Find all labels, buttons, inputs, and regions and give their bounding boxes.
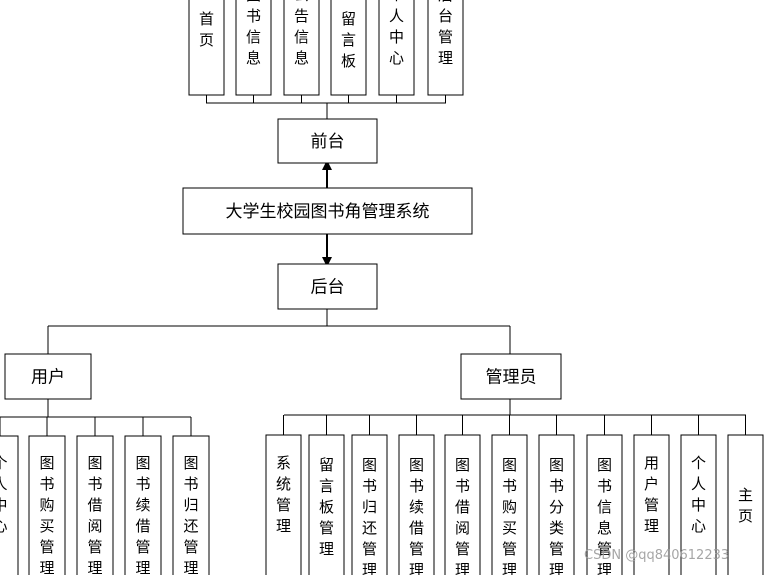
user-child-5-box	[172, 435, 210, 575]
node-root-label: 大学生校园图书角管理系统	[226, 202, 430, 222]
admin-child-5-label: 图书借阅管理	[455, 456, 470, 575]
admin-child-3-label: 图书归还管理	[362, 456, 377, 575]
front-child-3-label: 公告信息	[294, 0, 309, 67]
node-front-label: 前台	[311, 132, 345, 152]
node-user-box	[4, 353, 92, 400]
user-child-3-label: 图书借阅管理	[87, 454, 102, 575]
front-child-2-box	[235, 0, 272, 96]
node-front-box	[277, 118, 378, 164]
front-child-6-label: 后台管理	[438, 0, 453, 67]
admin-child-9-box	[633, 434, 670, 575]
admin-child-11-box	[727, 434, 764, 575]
front-child-2: 图书信息	[235, 0, 272, 96]
admin-child-4-box	[398, 434, 435, 575]
front-child-5: 个人中心	[378, 0, 415, 96]
user-child-5-label: 图书归还管理	[183, 454, 198, 575]
admin-child-2: 留言板管理	[308, 434, 345, 575]
admin-child-8-box	[586, 434, 623, 575]
user-child-1: 个人中心	[0, 435, 19, 575]
front-child-1: 首页	[188, 0, 225, 96]
admin-child-5: 图书借阅管理	[444, 434, 481, 575]
admin-child-4-label: 图书续借管理	[409, 456, 424, 575]
user-child-1-label: 个人中心	[0, 454, 8, 535]
admin-child-1-box	[265, 434, 302, 575]
node-user-label: 用户	[31, 368, 65, 388]
admin-child-10-box	[680, 434, 717, 575]
admin-child-11-label: 主页	[738, 486, 753, 525]
admin-child-9-label: 用户管理	[644, 454, 659, 535]
admin-child-3: 图书归还管理	[351, 434, 388, 575]
user-child-3: 图书借阅管理	[76, 435, 114, 575]
admin-child-10: 个人中心	[680, 434, 717, 575]
front-child-5-label: 个人中心	[389, 0, 404, 67]
front-child-4: 留言板	[330, 0, 367, 96]
admin-child-6-label: 图书购买管理	[502, 456, 517, 575]
admin-child-9: 用户管理	[633, 434, 670, 575]
front-child-1-label: 首页	[199, 10, 214, 49]
front-child-4-box	[330, 0, 367, 96]
node-back-box	[277, 263, 378, 310]
front-child-6-box	[427, 0, 464, 96]
admin-child-5-box	[444, 434, 481, 575]
admin-child-1: 系统管理	[265, 434, 302, 575]
node-admin-label: 管理员	[486, 368, 537, 388]
user-child-4-box	[124, 435, 162, 575]
admin-child-4: 图书续借管理	[398, 434, 435, 575]
front-child-5-box	[378, 0, 415, 96]
front-child-3-box	[283, 0, 320, 96]
user-child-4: 图书续借管理	[124, 435, 162, 575]
node-back: 后台	[277, 263, 378, 310]
front-child-6: 后台管理	[427, 0, 464, 96]
front-child-4-label: 留言板	[341, 10, 356, 70]
node-root: 大学生校园图书角管理系统	[182, 187, 473, 235]
user-child-2-label: 图书购买管理	[39, 454, 54, 575]
user-child-5: 图书归还管理	[172, 435, 210, 575]
admin-child-6: 图书购买管理	[491, 434, 528, 575]
admin-child-1-label: 系统管理	[276, 454, 291, 535]
user-child-1-box	[0, 435, 19, 575]
user-child-4-label: 图书续借管理	[135, 454, 150, 575]
admin-child-7-box	[538, 434, 575, 575]
admin-child-2-label: 留言板管理	[319, 456, 334, 558]
node-root-box	[182, 187, 473, 235]
admin-child-7-label: 图书分类管理	[549, 456, 564, 575]
admin-child-2-box	[308, 434, 345, 575]
csdn-watermark: CSDN @qq840612233	[584, 548, 730, 563]
front-child-2-label: 图书信息	[246, 0, 261, 67]
admin-child-8: 图书信息管理	[586, 434, 623, 575]
admin-child-8-label: 图书信息管理	[597, 456, 612, 575]
user-child-2: 图书购买管理	[28, 435, 66, 575]
admin-child-3-box	[351, 434, 388, 575]
front-child-1-box	[188, 0, 225, 96]
admin-child-10-label: 个人中心	[691, 454, 706, 535]
user-child-2-box	[28, 435, 66, 575]
user-child-3-box	[76, 435, 114, 575]
admin-child-7: 图书分类管理	[538, 434, 575, 575]
node-admin: 管理员	[460, 353, 562, 400]
node-admin-box	[460, 353, 562, 400]
front-child-3: 公告信息	[283, 0, 320, 96]
node-user: 用户	[4, 353, 92, 400]
admin-child-11: 主页	[727, 434, 764, 575]
admin-child-6-box	[491, 434, 528, 575]
node-back-label: 后台	[311, 278, 345, 298]
node-front: 前台	[277, 118, 378, 164]
